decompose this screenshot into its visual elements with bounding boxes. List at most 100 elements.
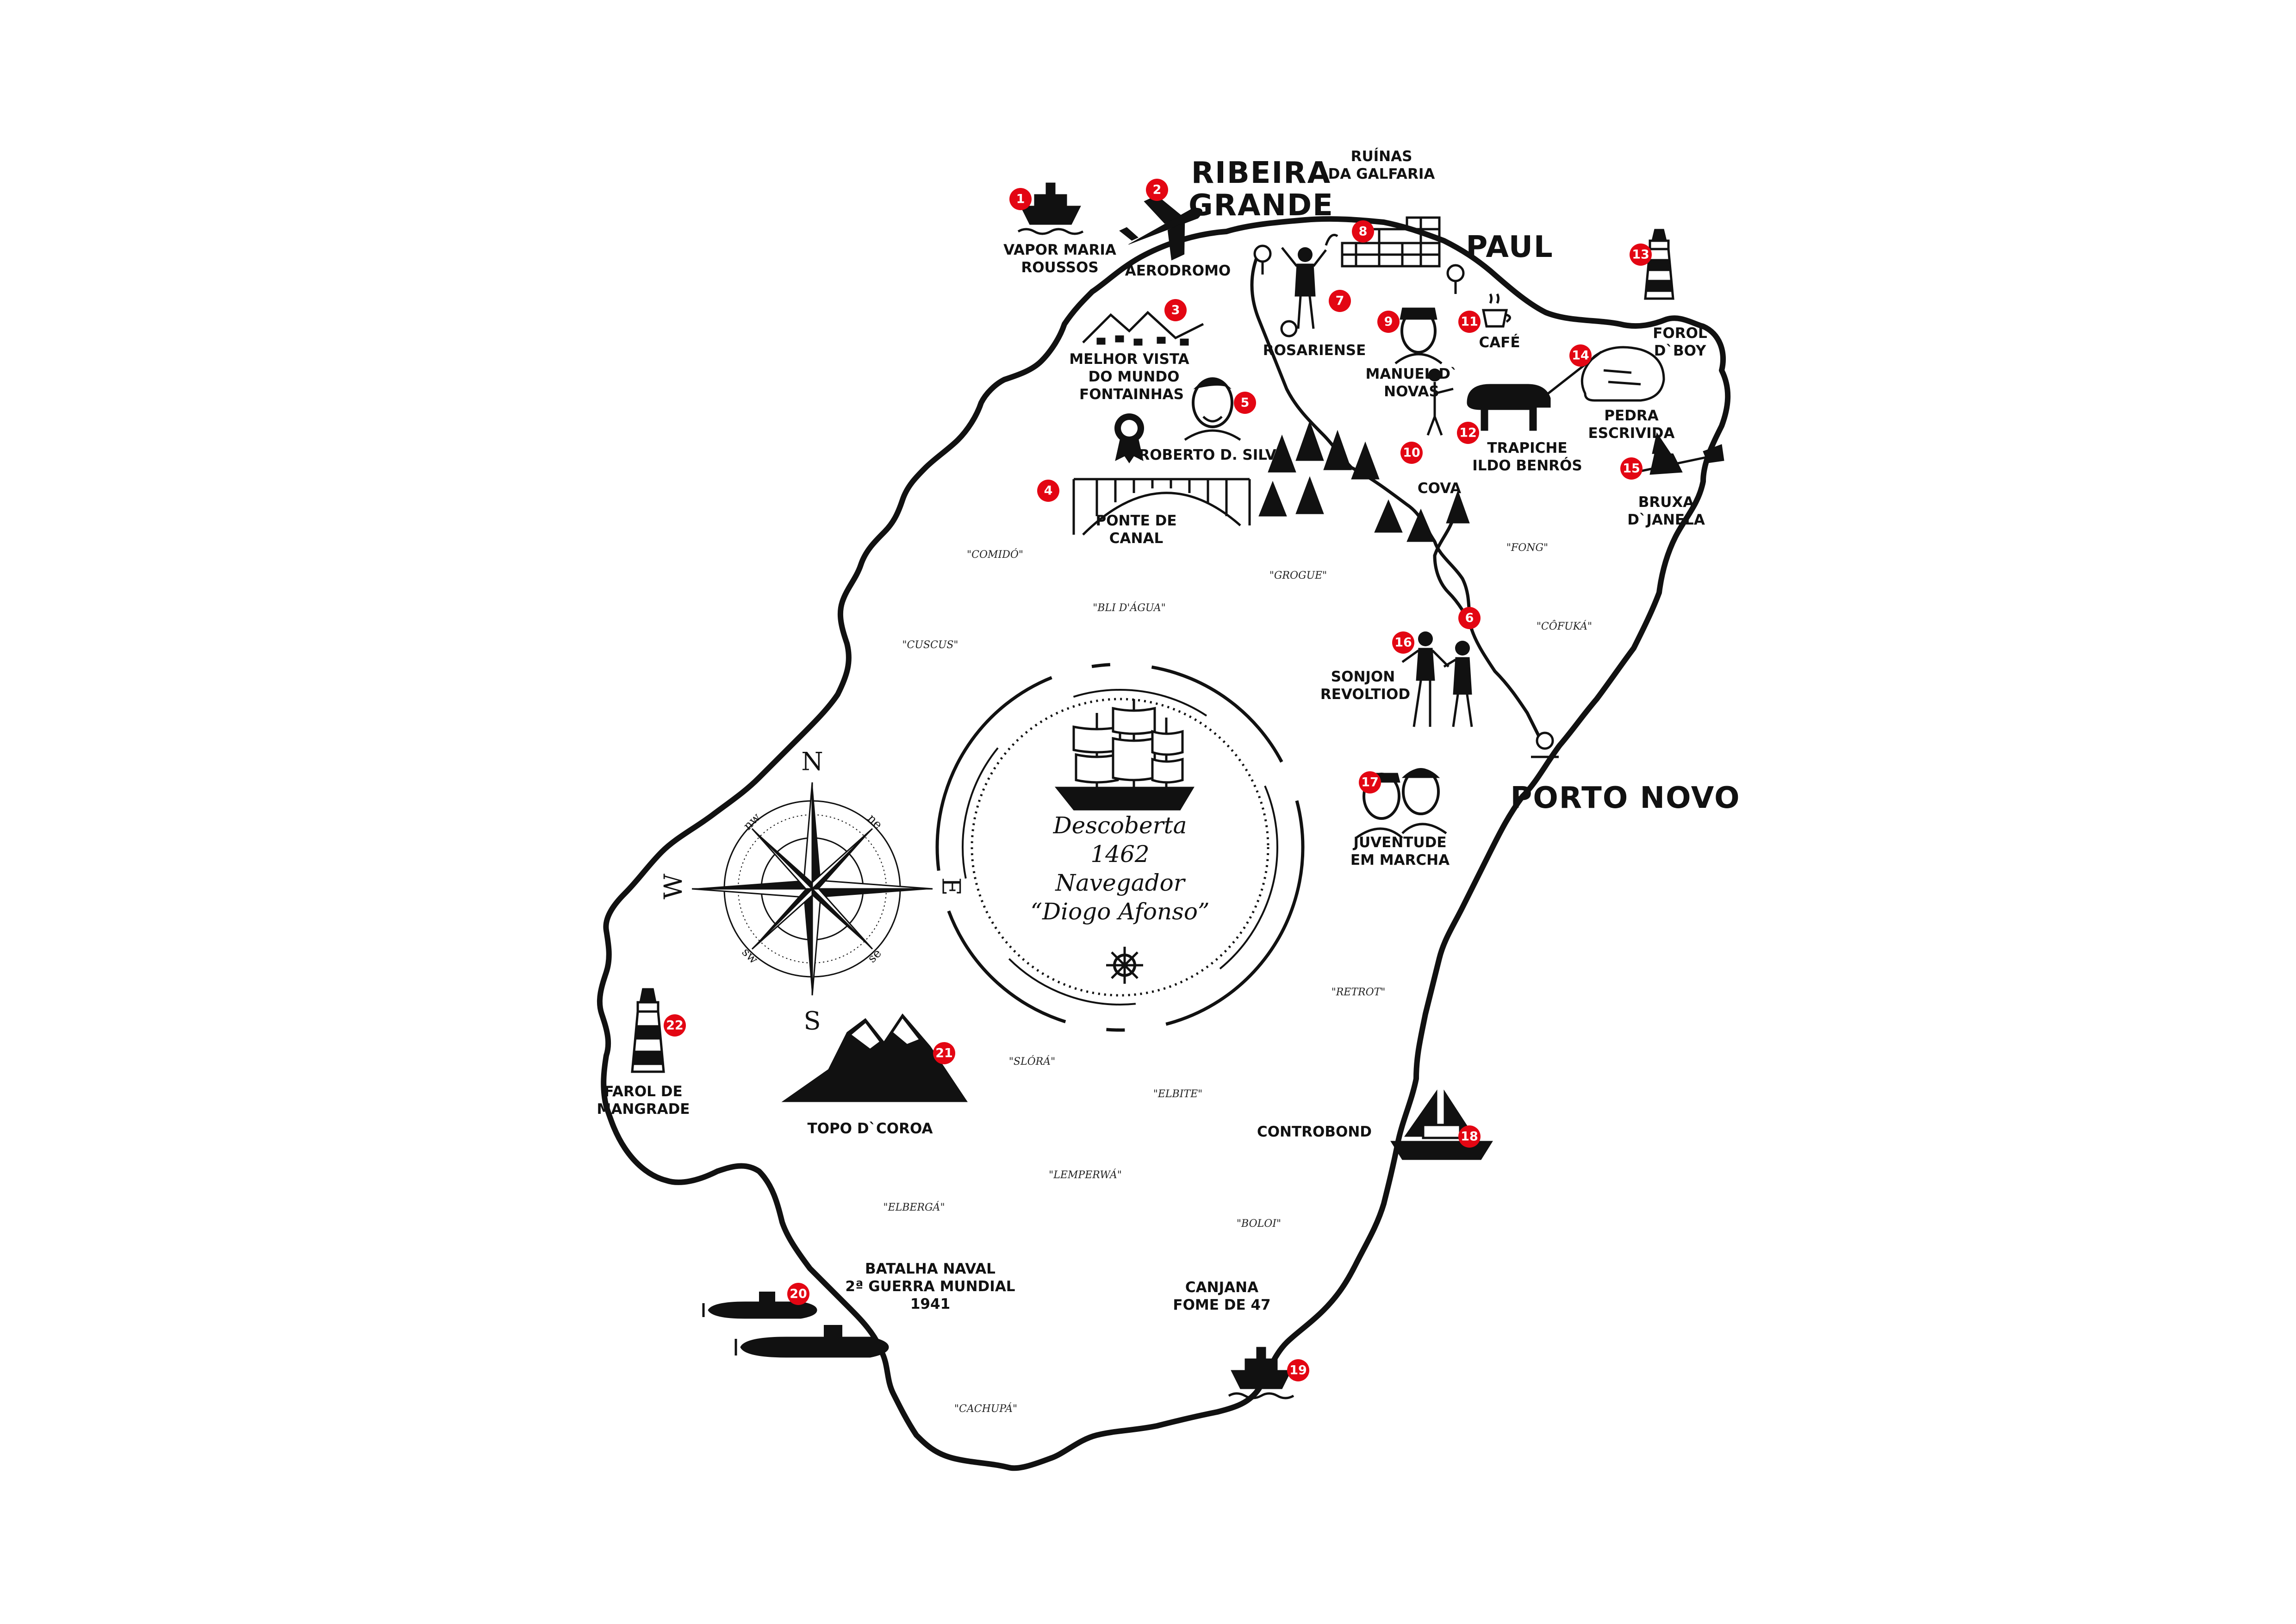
landmark-badge[interactable]: 1	[1009, 188, 1032, 210]
landmark-badge[interactable]: 15	[1620, 457, 1643, 480]
landmark-label: VAPOR MARIA	[1003, 242, 1116, 258]
svg-text:10: 10	[1403, 446, 1420, 460]
landmark-label: D`JANELA	[1627, 512, 1705, 528]
landmark-label: FOME DE 47	[1173, 1297, 1270, 1313]
landmark-label: TRAPICHE	[1487, 440, 1567, 456]
landmark-badge[interactable]: 16	[1392, 631, 1414, 654]
landmark-label: CONTROBOND	[1257, 1124, 1372, 1140]
sailing-ship-icon	[1054, 699, 1195, 811]
region-label: PAUL	[1466, 230, 1553, 264]
compass-northeast: ne	[865, 812, 885, 832]
landmark-label: MELHOR VISTA	[1069, 351, 1189, 368]
pin-icon	[1253, 244, 1272, 275]
compass-southwest: sw	[739, 945, 760, 967]
svg-text:2: 2	[1153, 183, 1162, 197]
mountain-houses-icon	[1082, 311, 1204, 346]
medal-icon	[1114, 413, 1144, 463]
landmark-badge[interactable]: 6	[1458, 607, 1481, 629]
portrait-icon	[1394, 307, 1443, 364]
compass-northwest: nw	[741, 811, 764, 833]
compass-rose-icon: N S E W nw ne sw se	[659, 747, 966, 1036]
landmark-badge[interactable]: 12	[1457, 422, 1479, 444]
landmark-badge[interactable]: 10	[1400, 442, 1423, 464]
region-label: RIBEIRA	[1191, 156, 1331, 190]
food-words: "COMIDÓ" "GROGUE" "BLI D'ÁGUA" "CUSCUS" …	[883, 542, 1592, 1415]
svg-text:17: 17	[1361, 775, 1379, 790]
landmark-badge[interactable]: 21	[933, 1042, 955, 1064]
pin-icon	[1446, 264, 1465, 294]
landmark-label: 2ª GUERRA MUNDIAL	[845, 1278, 1015, 1295]
landmark-label: MANGRADE	[597, 1101, 690, 1118]
compass-north: N	[801, 747, 823, 776]
svg-text:12: 12	[1459, 426, 1477, 440]
landmark-label: JUVENTUDE	[1352, 834, 1446, 851]
rock-icon	[1580, 346, 1665, 402]
landmark-badge[interactable]: 4	[1037, 480, 1059, 502]
food-word: "BLI D'ÁGUA"	[1093, 601, 1166, 614]
svg-text:9: 9	[1384, 315, 1393, 329]
landmark-label: ESCRIVIDA	[1588, 425, 1675, 442]
food-word: "BOLOI"	[1237, 1218, 1281, 1230]
landmark-label: FOROL	[1653, 325, 1707, 342]
landmark-badge[interactable]: 13	[1630, 244, 1652, 266]
landmark-label: DO MUNDO	[1089, 369, 1180, 385]
landmark-badge[interactable]: 20	[787, 1283, 809, 1305]
landmark-label: 1941	[910, 1296, 950, 1312]
landmark-label: AERODROMO	[1125, 262, 1231, 279]
svg-text:13: 13	[1632, 248, 1649, 262]
coffee-cup-icon	[1481, 293, 1511, 328]
landmark-badges: 1 2 3 4 5 6 7 8 9 10 11 12 13 14 15 16 1…	[664, 179, 1652, 1381]
landmark-label: BATALHA NAVAL	[865, 1261, 996, 1277]
ship-wheel-icon	[1106, 947, 1143, 984]
landmark-badge[interactable]: 17	[1359, 771, 1381, 793]
compass-southeast: se	[865, 946, 884, 966]
landmark-badge[interactable]: 3	[1164, 299, 1187, 321]
sailboat-icon	[1390, 1089, 1493, 1160]
landmark-label: REVOLTIOD	[1320, 686, 1410, 703]
landmark-label: FONTAINHAS	[1079, 386, 1184, 403]
discovery-emblem: Descoberta 1462 Navegador “Diogo Afonso”	[935, 662, 1305, 1032]
road-line	[1433, 518, 1474, 631]
landmark-label: FAROL DE	[604, 1083, 682, 1100]
lighthouse-icon	[1644, 229, 1674, 300]
landmark-badge[interactable]: 22	[664, 1014, 686, 1037]
landmark-badge[interactable]: 14	[1569, 344, 1592, 367]
landmark-badge[interactable]: 7	[1329, 290, 1351, 312]
landmark-badge[interactable]: 9	[1377, 311, 1400, 333]
landmark-label: ROUSSOS	[1021, 259, 1098, 276]
island-coastline	[597, 216, 1731, 1471]
landmark-label: CAFÉ	[1479, 334, 1520, 351]
svg-text:21: 21	[935, 1046, 953, 1061]
food-word: "ELBERGÁ"	[883, 1201, 945, 1213]
bridge-icon	[1072, 478, 1251, 536]
svg-text:16: 16	[1394, 636, 1412, 650]
landmark-badge[interactable]: 19	[1287, 1359, 1309, 1381]
landmark-label: COVA	[1418, 480, 1461, 497]
landmark-badge[interactable]: 2	[1146, 179, 1168, 201]
ship-icon	[1017, 182, 1084, 235]
landmark-badge[interactable]: 8	[1352, 220, 1374, 243]
center-name: “Diogo Afonso”	[1030, 898, 1209, 925]
landmark-label: CANJANA	[1185, 1279, 1258, 1296]
landmark-label: ROBERTO D. SILVA	[1139, 447, 1286, 463]
food-word: "CACHUPÁ"	[954, 1402, 1017, 1415]
food-word: "COMIDÓ"	[967, 548, 1023, 561]
landmark-badge[interactable]: 11	[1458, 311, 1481, 333]
svg-text:1: 1	[1016, 192, 1025, 206]
road-line	[1250, 251, 1543, 742]
landmark-label: DA GALFARIA	[1328, 166, 1435, 182]
center-year: 1462	[1090, 841, 1149, 868]
svg-text:15: 15	[1623, 462, 1640, 476]
svg-text:7: 7	[1336, 294, 1344, 308]
landmark-label: ROSARIENSE	[1263, 342, 1366, 359]
svg-text:5: 5	[1241, 396, 1250, 410]
landmark-badge[interactable]: 5	[1234, 392, 1256, 414]
svg-text:20: 20	[790, 1287, 807, 1301]
landmark-badge[interactable]: 18	[1458, 1125, 1481, 1148]
landmark-labels: VAPOR MARIA ROUSSOS AERODROMO MELHOR VIS…	[597, 148, 1707, 1313]
food-word: "CÔFUKÁ"	[1537, 620, 1592, 632]
oxen-mill-icon	[1426, 351, 1602, 436]
landmark-label: D`BOY	[1654, 343, 1706, 359]
compass-south: S	[804, 1006, 821, 1036]
landmark-label: RUÍNAS	[1351, 148, 1412, 165]
